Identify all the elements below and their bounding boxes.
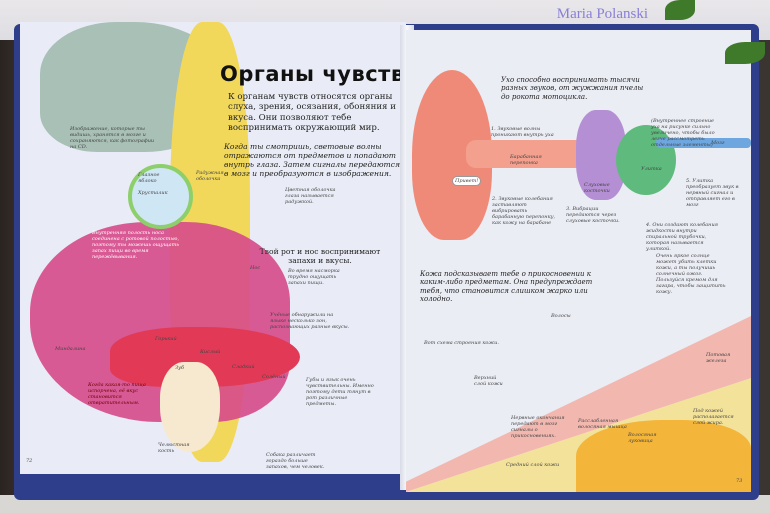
- hello-bubble: Привет!: [452, 176, 482, 186]
- hair-label: Волосы: [551, 313, 571, 319]
- spoiled-food-label: Когда какая-то пища испорчена, её вкус с…: [88, 382, 146, 406]
- nose-label: Нос: [250, 265, 261, 271]
- page-number: 72: [26, 458, 33, 464]
- right-page: Ухо способно воспринимать тысячи разных …: [406, 30, 751, 492]
- sweat-gland-label: Потовая железа: [706, 352, 731, 364]
- vision-text: Когда ты смотришь, световые волны отража…: [224, 142, 400, 179]
- dog-text: Собака различает гораздо больше запахов,…: [266, 452, 325, 470]
- middle-layer-label: Средний слой кожи: [506, 462, 560, 468]
- brain-label-r: Мозг: [711, 140, 725, 146]
- plant-leaf: [665, 0, 695, 20]
- sweet-label: Сладкий: [232, 364, 255, 370]
- sour-label: Кислый: [200, 349, 221, 355]
- sun-text: Очень яркое солнце может убить клетки ко…: [656, 253, 726, 295]
- salty-label: Солёный: [262, 374, 286, 380]
- eardrum-label: Барабанная перепонка: [510, 154, 542, 166]
- iris-label: Радужная оболочка: [196, 170, 224, 182]
- plant-leaf: [725, 42, 765, 64]
- tongue-zones-label: Учёные обнаружили на языке несколько зон…: [270, 312, 350, 330]
- intro-text: К органам чувств относятся органы слуха,…: [228, 92, 396, 133]
- cold-text: Во время насморка трудно ощущать запахи …: [288, 268, 340, 286]
- page-title: Органы чувств: [220, 62, 405, 86]
- ossicles-label: Слуховые косточки: [584, 182, 610, 194]
- relaxed-muscle-label: Расслабленная волосяная мышца: [578, 418, 627, 430]
- lips-text: Губы и язык очень чувствительны. Именно …: [306, 377, 374, 407]
- eyeball-illustration: [128, 164, 193, 229]
- step4-text: 4. Они создают колебания жидкости внутри…: [646, 222, 718, 252]
- ear-canal: [466, 140, 596, 168]
- cochlea-label: Улитка: [641, 166, 662, 172]
- fat-layer-label: Под кожей располагается слой жира.: [693, 408, 734, 426]
- step2-text: 2. Звуковые колебания заставляют вибриро…: [492, 196, 556, 226]
- jaw-bone: [160, 362, 220, 452]
- page-number-r: 73: [736, 478, 743, 484]
- fat-layer: [576, 420, 751, 492]
- step5-text: 5. Улитка преобразует звук в нервный сиг…: [686, 178, 739, 208]
- bitter-label: Горький: [155, 336, 177, 342]
- iris-caption: Цветная оболочка глаза называется радужк…: [285, 187, 336, 205]
- nasal-cavity-label: Внутренняя полость носа соединена с рото…: [92, 230, 180, 260]
- left-page: Органы чувств К органам чувств относятся…: [20, 22, 406, 474]
- lens-label: Хрусталик: [138, 190, 168, 196]
- brain-label: Изображение, которые ты видишь, хранятся…: [70, 126, 155, 150]
- cochlea-illustration: [616, 125, 676, 195]
- skin-scheme-label: Вот схема строения кожи.: [424, 340, 499, 346]
- skin-intro: Кожа подсказывает тебе о прикосновении к…: [420, 270, 593, 304]
- tonsil-label: Миндалина: [55, 346, 86, 352]
- ear-intro: Ухо способно воспринимать тысячи разных …: [501, 76, 644, 101]
- tooth-label: Зуб: [175, 365, 185, 371]
- hair-bulb-label: Волосяная луковица: [628, 432, 657, 444]
- jaw-bone-label: Челюстная кость: [158, 442, 190, 454]
- step3-text: 3. Вибрации передаются через слуховые ко…: [566, 206, 620, 224]
- inner-ear-note: (Внутреннее строение уха на рисунке силь…: [651, 118, 715, 148]
- mouth-nose-text: Твой рот и нос воспринимают запахи и вку…: [259, 247, 381, 266]
- watermark: Maria Polanski: [556, 6, 648, 22]
- auditory-nerve: [656, 138, 751, 148]
- nerve-endings-label: Нервные окончания передают в мозг сигнал…: [511, 415, 565, 439]
- top-layer-label: Верхний слой кожи: [474, 375, 503, 387]
- eyeball-label: Глазное яблоко: [138, 172, 160, 184]
- step1-text: 1. Звуковые волны проникают внутрь уха: [491, 126, 554, 138]
